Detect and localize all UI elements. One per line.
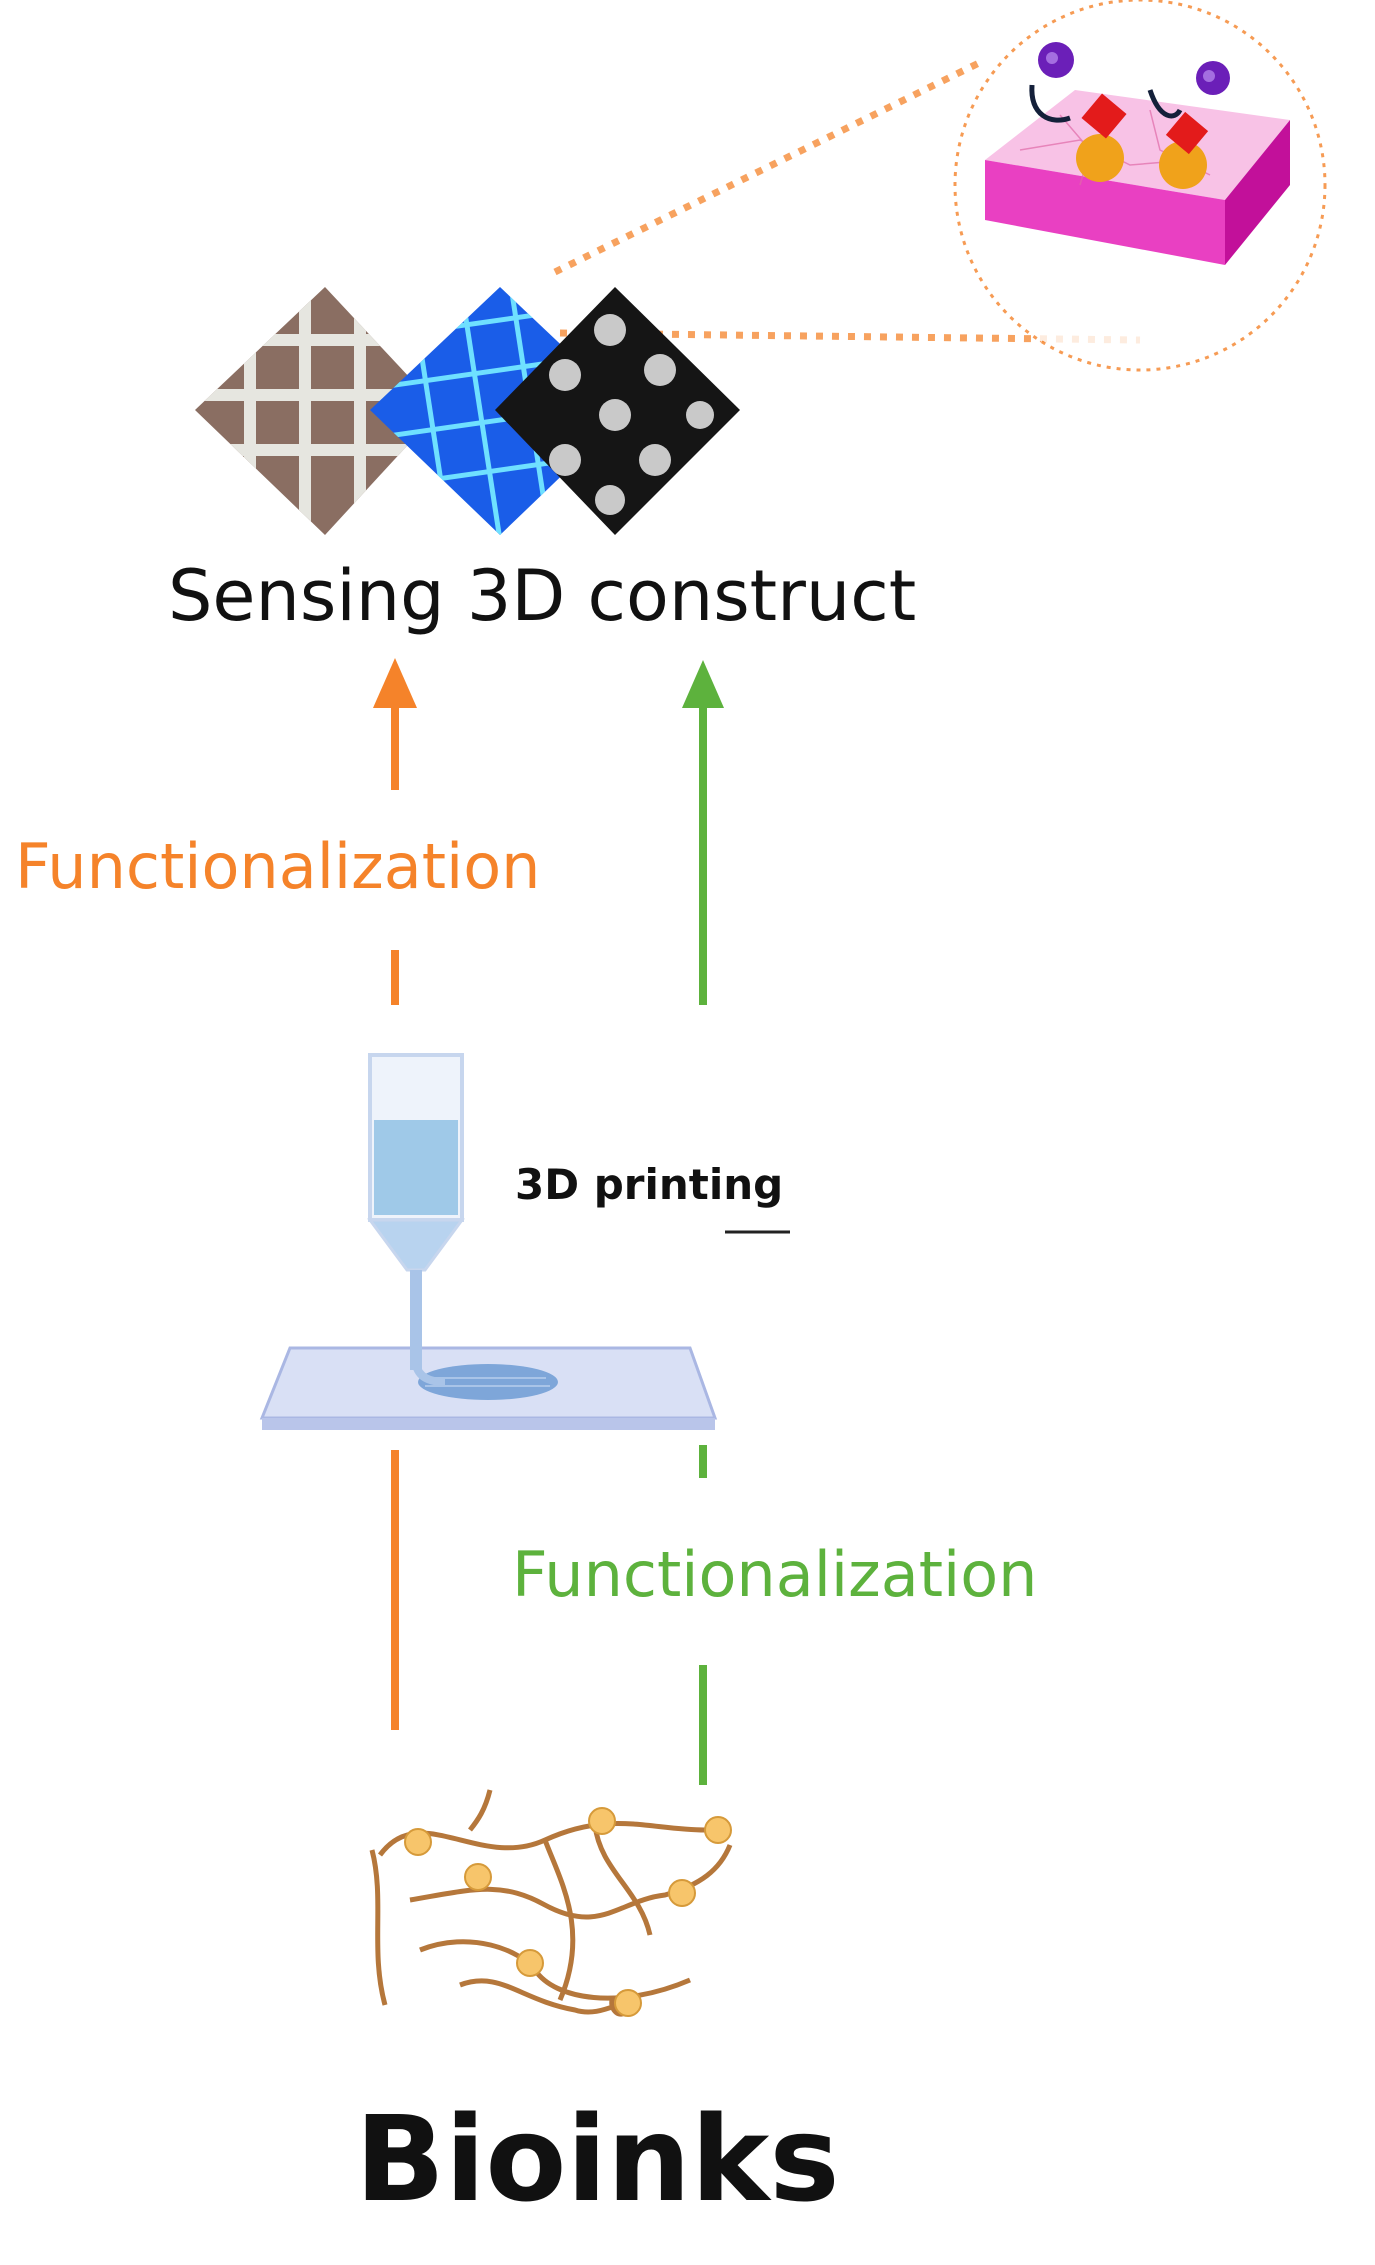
diagram-title: Sensing 3D construct [168, 555, 917, 637]
crosslink-nodes [404, 1807, 732, 2017]
green-functionalization-path [682, 660, 724, 1785]
zoom-line-top [553, 56, 987, 276]
functionalization-label-right: Functionalization [512, 1538, 1038, 1611]
orange-arrow-head [373, 658, 417, 708]
syringe-printer-icon [259, 1053, 790, 1430]
printing-label: 3D printing [515, 1160, 784, 1209]
bioinks-label: Bioinks [355, 2090, 840, 2228]
sensing-surface-zoom-icon [953, 0, 1327, 372]
green-arrow-head [682, 660, 724, 708]
functionalization-label-left: Functionalization [15, 830, 541, 903]
orange-functionalization-path [373, 658, 417, 1730]
